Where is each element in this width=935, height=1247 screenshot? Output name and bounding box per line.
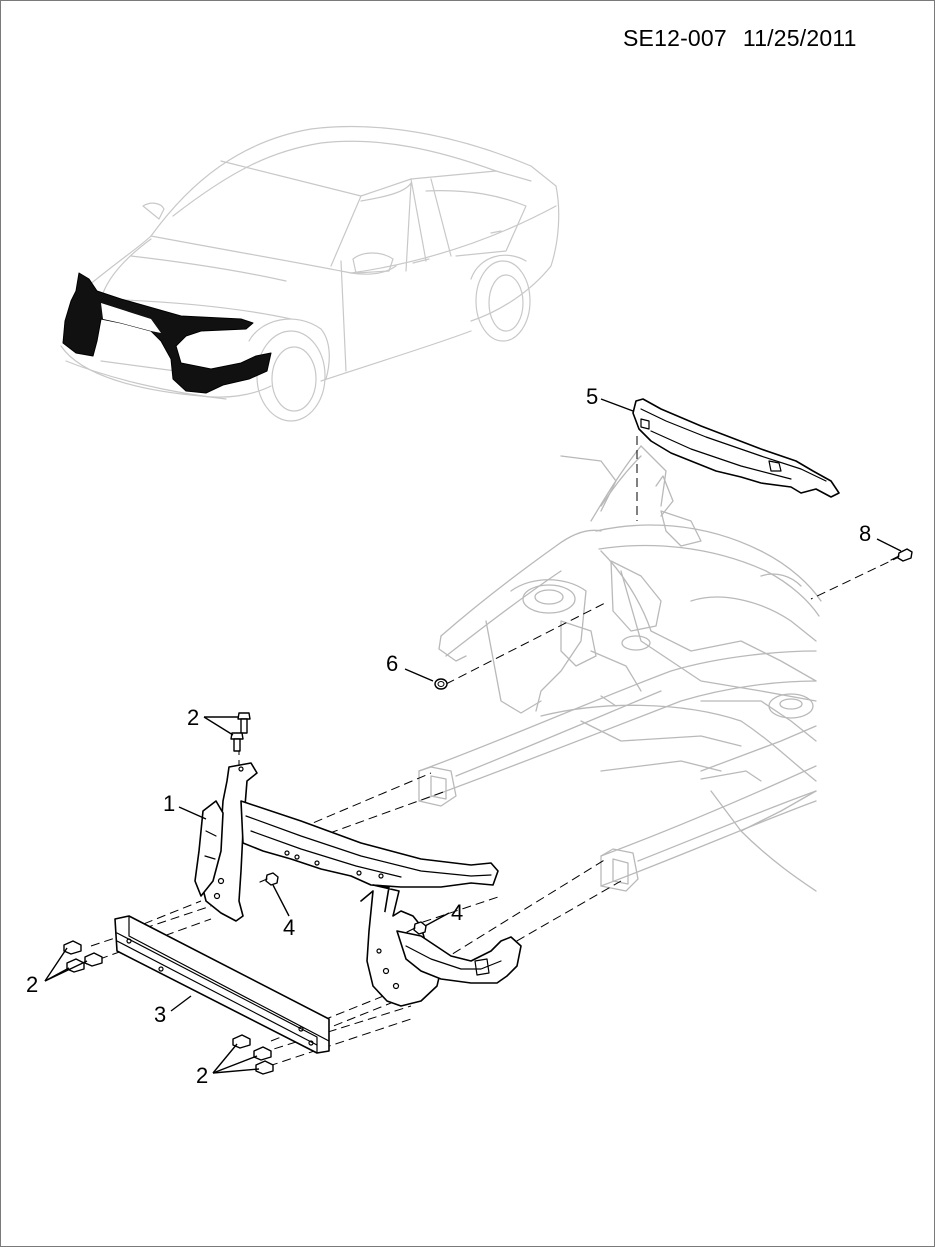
- diagram-code: SE12-007: [623, 25, 727, 51]
- part-5-upper-tie-bar: [632, 398, 840, 498]
- callout-8: 8: [859, 521, 871, 546]
- body-structure-outline: [418, 445, 822, 892]
- part-3-bumper-beam: [114, 915, 330, 1054]
- callout-4-left: 4: [283, 915, 295, 940]
- diagram-date: 11/25/2011: [742, 25, 857, 51]
- part-6-grommet: [434, 678, 448, 690]
- diagram-header: SE12-007 11/25/2011: [623, 25, 857, 52]
- part-1-radiator-support: [194, 762, 522, 1007]
- callout-2-left: 2: [26, 972, 38, 997]
- vehicle-locator-outline: [60, 125, 560, 422]
- callout-6: 6: [386, 651, 398, 676]
- callout-3: 3: [154, 1002, 166, 1027]
- callout-4-right: 4: [451, 900, 463, 925]
- callout-leaders: [44, 398, 902, 1074]
- callout-labels: 5 8 6 2 1 4 4 2 3 2: [26, 384, 871, 1088]
- callout-5: 5: [586, 384, 598, 409]
- callout-2-bottom: 2: [196, 1063, 208, 1088]
- part-8-bolt: [890, 548, 913, 562]
- frame-location-highlight: [62, 272, 272, 394]
- callout-2-top: 2: [187, 705, 199, 730]
- callout-1: 1: [163, 791, 175, 816]
